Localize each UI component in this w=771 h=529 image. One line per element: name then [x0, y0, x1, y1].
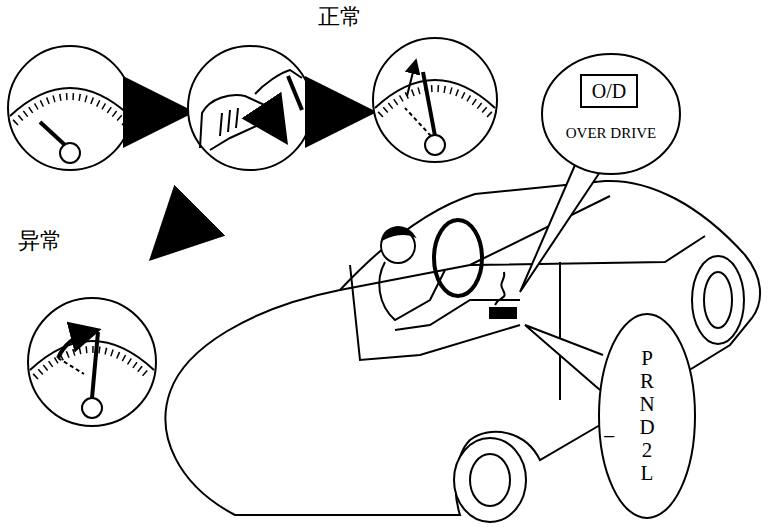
- node-text: O/D: [592, 80, 626, 103]
- callout-bubble: OVER DRIVE O/D: [540, 52, 682, 176]
- selector-mark: −: [603, 424, 615, 450]
- bubble-outline: [540, 52, 682, 176]
- shift-oval: P R N D 2 L: [597, 312, 697, 520]
- state-label: 正常: [318, 2, 362, 32]
- indicator-box: O/D: [580, 74, 638, 108]
- node-text: OVER DRIVE: [566, 125, 656, 142]
- node-text: P R N D 2 L: [637, 347, 658, 486]
- state-label: 异常: [18, 226, 62, 256]
